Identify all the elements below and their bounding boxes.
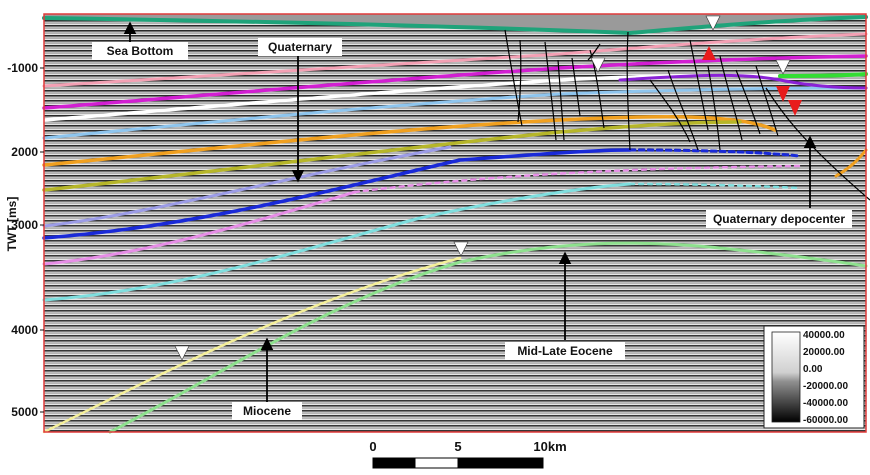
colorbar-tick: 20000.00 [803, 347, 845, 358]
y-axis: TWT [ms] -1000 2000 3000 4000 5000 [5, 61, 44, 419]
quaternary-label: Quaternary [268, 40, 332, 54]
horizon-bright-green [778, 72, 868, 78]
y-tick-label: 4000 [11, 323, 38, 337]
white-triangle-marker [174, 345, 190, 361]
horizon-magenta [42, 54, 868, 110]
horizon-lavender [42, 145, 452, 228]
horizons [42, 15, 868, 434]
quaternary-label-box [258, 38, 342, 56]
horizon-yellow [42, 256, 462, 434]
mid-late-eocene-label: Mid-Late Eocene [517, 344, 613, 358]
horizon-light-blue [42, 86, 868, 140]
horizon-cyan-dashed [628, 182, 802, 190]
colorbar-tick: -20000.00 [803, 381, 848, 392]
colorbar-tick: 0.00 [803, 364, 823, 375]
horizon-green [108, 241, 868, 434]
amplitude-colorbar: 40000.00 20000.00 0.00 -20000.00 -40000.… [763, 325, 865, 429]
sea-bottom-label: Sea Bottom [107, 44, 174, 58]
horizon-olive [42, 120, 742, 192]
miocene-label-box [232, 402, 302, 420]
scale-bar-tick: 5 [454, 439, 461, 454]
red-triangle-marker [776, 86, 790, 102]
horizon-purple [618, 73, 868, 90]
colorbar-tick: 40000.00 [803, 330, 845, 341]
panel-frame [43, 13, 867, 433]
y-tick-label: 5000 [11, 405, 38, 419]
scale-bar-tick: 10km [533, 439, 566, 454]
mid-late-eocene-label-box [505, 342, 625, 360]
sea-bottom-label-box [92, 42, 188, 60]
horizon-cyan [42, 182, 632, 302]
horizon-orange [42, 115, 777, 167]
horizon-sea-bottom [42, 15, 868, 36]
y-tick-label: -1000 [7, 61, 38, 75]
water-column [44, 14, 866, 33]
label-arrows [123, 21, 817, 402]
marker-triangles [174, 15, 802, 361]
y-tick-label: 2000 [11, 145, 38, 159]
miocene-label: Miocene [243, 404, 291, 418]
white-triangle-marker [590, 57, 606, 73]
white-triangle-marker [453, 241, 469, 257]
y-tick-label: 3000 [11, 218, 38, 232]
faults [504, 29, 870, 201]
colorbar-tick: -60000.00 [803, 415, 848, 426]
red-triangle-marker [702, 46, 716, 60]
colorbar-gradient [771, 331, 801, 423]
quaternary-depocenter-label: Quaternary depocenter [713, 212, 845, 226]
horizon-pink-dashed [353, 164, 802, 194]
scale-bar-tick: 0 [369, 439, 376, 454]
horizon-orange-east [834, 148, 868, 178]
white-triangle-marker [705, 15, 721, 31]
horizon-blue [42, 148, 632, 240]
horizon-blue-dashed [628, 148, 802, 158]
red-triangle-marker [788, 100, 802, 116]
quaternary-depocenter-label-box [706, 210, 852, 228]
scale-bar: 0 5 10km [369, 439, 567, 469]
horizon-pink-top [42, 32, 868, 88]
y-axis-label: TWT [ms] [5, 197, 19, 252]
horizon-pink [42, 190, 357, 266]
callout-labels: Sea Bottom Quaternary Quaternary depocen… [92, 38, 852, 420]
colorbar-tick: -40000.00 [803, 398, 848, 409]
white-triangle-marker [775, 59, 791, 75]
